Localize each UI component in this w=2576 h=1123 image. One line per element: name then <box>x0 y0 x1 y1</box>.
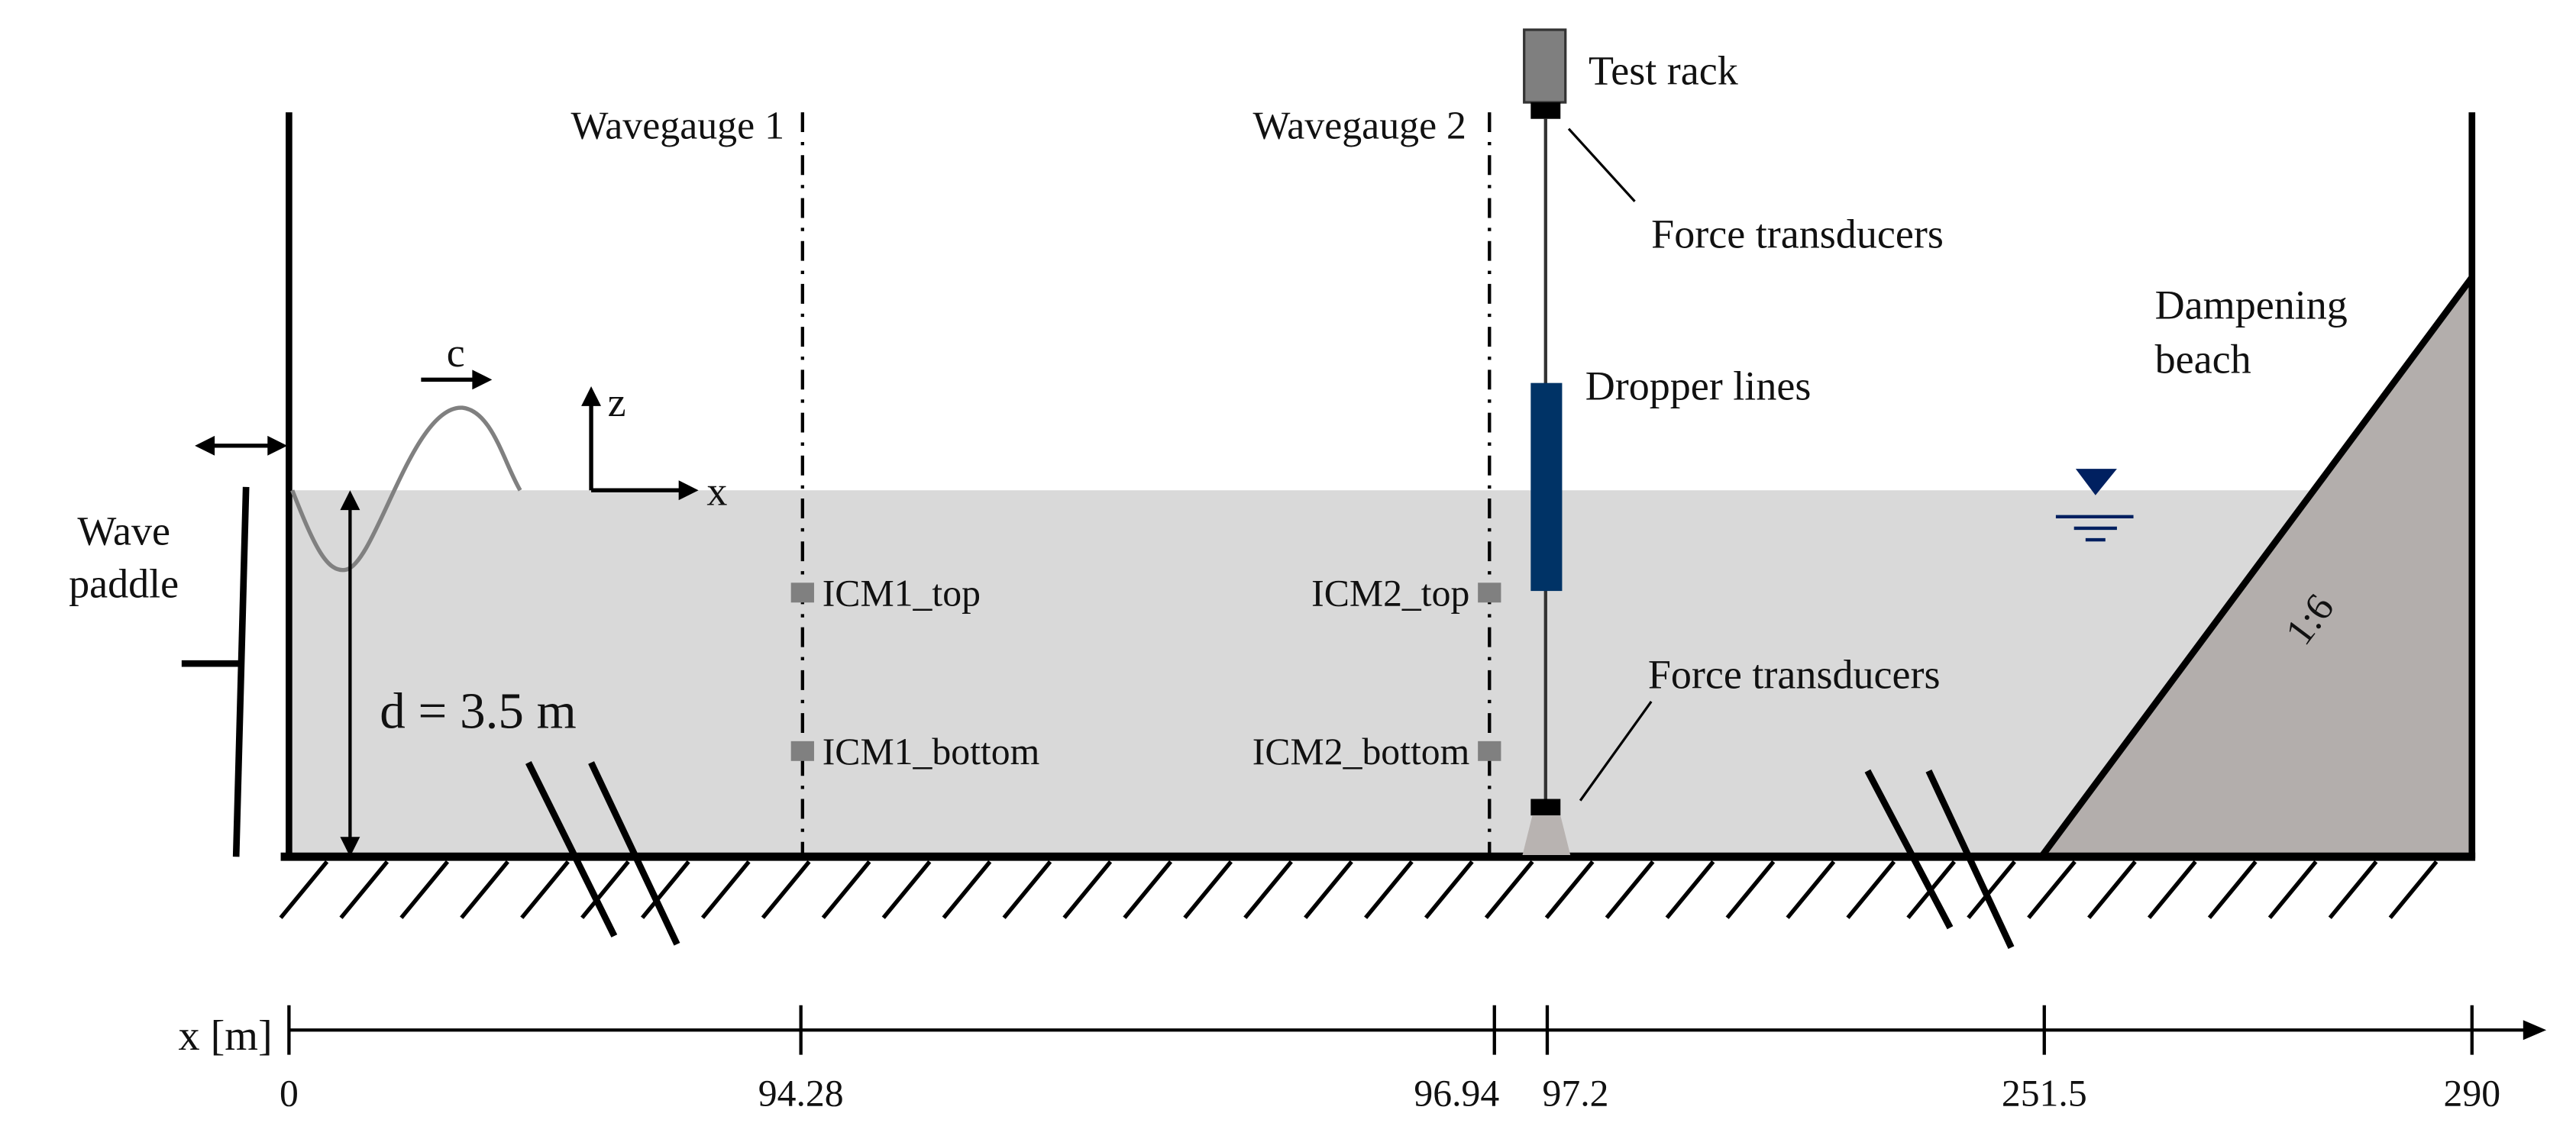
break-mark-left <box>525 761 680 946</box>
wave-profile <box>290 405 522 573</box>
hatch-line <box>1484 860 1534 919</box>
icm1-top-label: ICM1_top <box>823 573 981 615</box>
ground-hatching <box>279 860 2439 919</box>
force-transducer-bottom-leader <box>1579 701 1653 802</box>
icm1-bottom-sensor <box>790 741 814 761</box>
dropper-lines-label: Dropper lines <box>1585 363 1812 408</box>
hatch-line <box>2267 860 2318 919</box>
hatch-line <box>2328 860 2378 919</box>
axis-tick-label: 96.94 <box>1414 1073 1499 1115</box>
hatch-line <box>1846 860 1896 919</box>
dampening-beach-label-2: beach <box>2155 337 2251 382</box>
icm2-top-sensor <box>1478 582 1501 603</box>
test-rack <box>1523 28 1567 104</box>
hatch-line <box>279 860 329 919</box>
axis-ticks: 0 94.28 96.94 97.2 251.5 290 <box>280 1005 2500 1115</box>
wavegauge-1-label: Wavegauge 1 <box>570 105 784 148</box>
axis-tick-label: 251.5 <box>2002 1073 2087 1115</box>
hatch-line <box>1304 860 1353 919</box>
hatch-line <box>1424 860 1474 919</box>
water-body <box>292 490 2313 856</box>
icm1-top-sensor <box>790 582 814 603</box>
hatch-line <box>1183 860 1233 919</box>
hatch-line <box>1605 860 1655 919</box>
break-mark-right <box>1864 769 2015 949</box>
hatch-line <box>399 860 450 919</box>
hatch-line <box>1665 860 1715 919</box>
axis-tick-label: 97.2 <box>1542 1073 1608 1115</box>
axis-tick-label: 94.28 <box>758 1073 844 1115</box>
hatch-line <box>2027 860 2077 919</box>
celerity-label: c <box>447 330 465 376</box>
coordinate-axes-icon <box>581 386 699 501</box>
hatch-line <box>460 860 509 919</box>
celerity-arrow-icon <box>421 369 493 390</box>
hatch-line <box>1123 860 1173 919</box>
axis-arrow-icon <box>2523 1020 2547 1041</box>
force-transducers-top-label: Force transducers <box>1651 211 1944 257</box>
icm1-bottom-label: ICM1_bottom <box>823 731 1040 773</box>
hatch-line <box>1062 860 1113 919</box>
hatch-line <box>1967 860 2016 919</box>
hatch-line <box>1786 860 1836 919</box>
test-rack-label: Test rack <box>1589 47 1739 93</box>
hatch-line <box>881 860 932 919</box>
force-transducers-bottom-label: Force transducers <box>1648 652 1941 698</box>
x-axis-label: x <box>706 469 727 515</box>
hatch-line <box>761 860 811 919</box>
z-axis-label: z <box>608 379 626 425</box>
axis-tick-label: 290 <box>2443 1073 2500 1115</box>
hatch-line <box>2207 860 2258 919</box>
hatch-line <box>520 860 570 919</box>
dropper-mussel-section <box>1530 382 1563 592</box>
hatch-line <box>942 860 992 919</box>
hatch-line <box>2388 860 2439 919</box>
hatch-line <box>1544 860 1595 919</box>
force-transducer-top-leader <box>1567 127 1636 202</box>
hatch-line <box>339 860 389 919</box>
hatch-line <box>1243 860 1293 919</box>
depth-arrow-icon <box>340 490 360 857</box>
hatch-line <box>1725 860 1776 919</box>
axis-tick-label: 0 <box>280 1073 299 1115</box>
top-force-transducer <box>1530 102 1561 119</box>
hatch-line <box>2087 860 2137 919</box>
icm2-bottom-sensor <box>1478 741 1501 761</box>
wave-paddle-label-2: paddle <box>69 561 179 607</box>
wavegauge-2-label: Wavegauge 2 <box>1252 105 1466 148</box>
dampening-beach-label: Dampening <box>2155 282 2348 328</box>
beach-slope-line <box>2040 275 2475 857</box>
still-water-level-icon <box>2055 469 2134 542</box>
hatch-line <box>821 860 871 919</box>
wave-paddle <box>232 486 250 857</box>
wave-paddle-label: Wave <box>77 508 170 554</box>
bottom-force-transducer <box>1530 799 1561 816</box>
axis-label: x [m] <box>178 1012 272 1060</box>
anchor-base <box>1522 815 1571 856</box>
hatch-line <box>700 860 751 919</box>
hatch-line <box>2147 860 2197 919</box>
hatch-line <box>1002 860 1052 919</box>
hatch-line <box>580 860 630 919</box>
hatch-line <box>641 860 690 919</box>
paddle-motion-arrow-icon <box>195 435 288 456</box>
depth-label: d = 3.5 m <box>380 683 576 740</box>
icm2-top-label: ICM2_top <box>1311 573 1469 615</box>
hatch-line <box>1364 860 1414 919</box>
icm2-bottom-label: ICM2_bottom <box>1252 731 1470 773</box>
